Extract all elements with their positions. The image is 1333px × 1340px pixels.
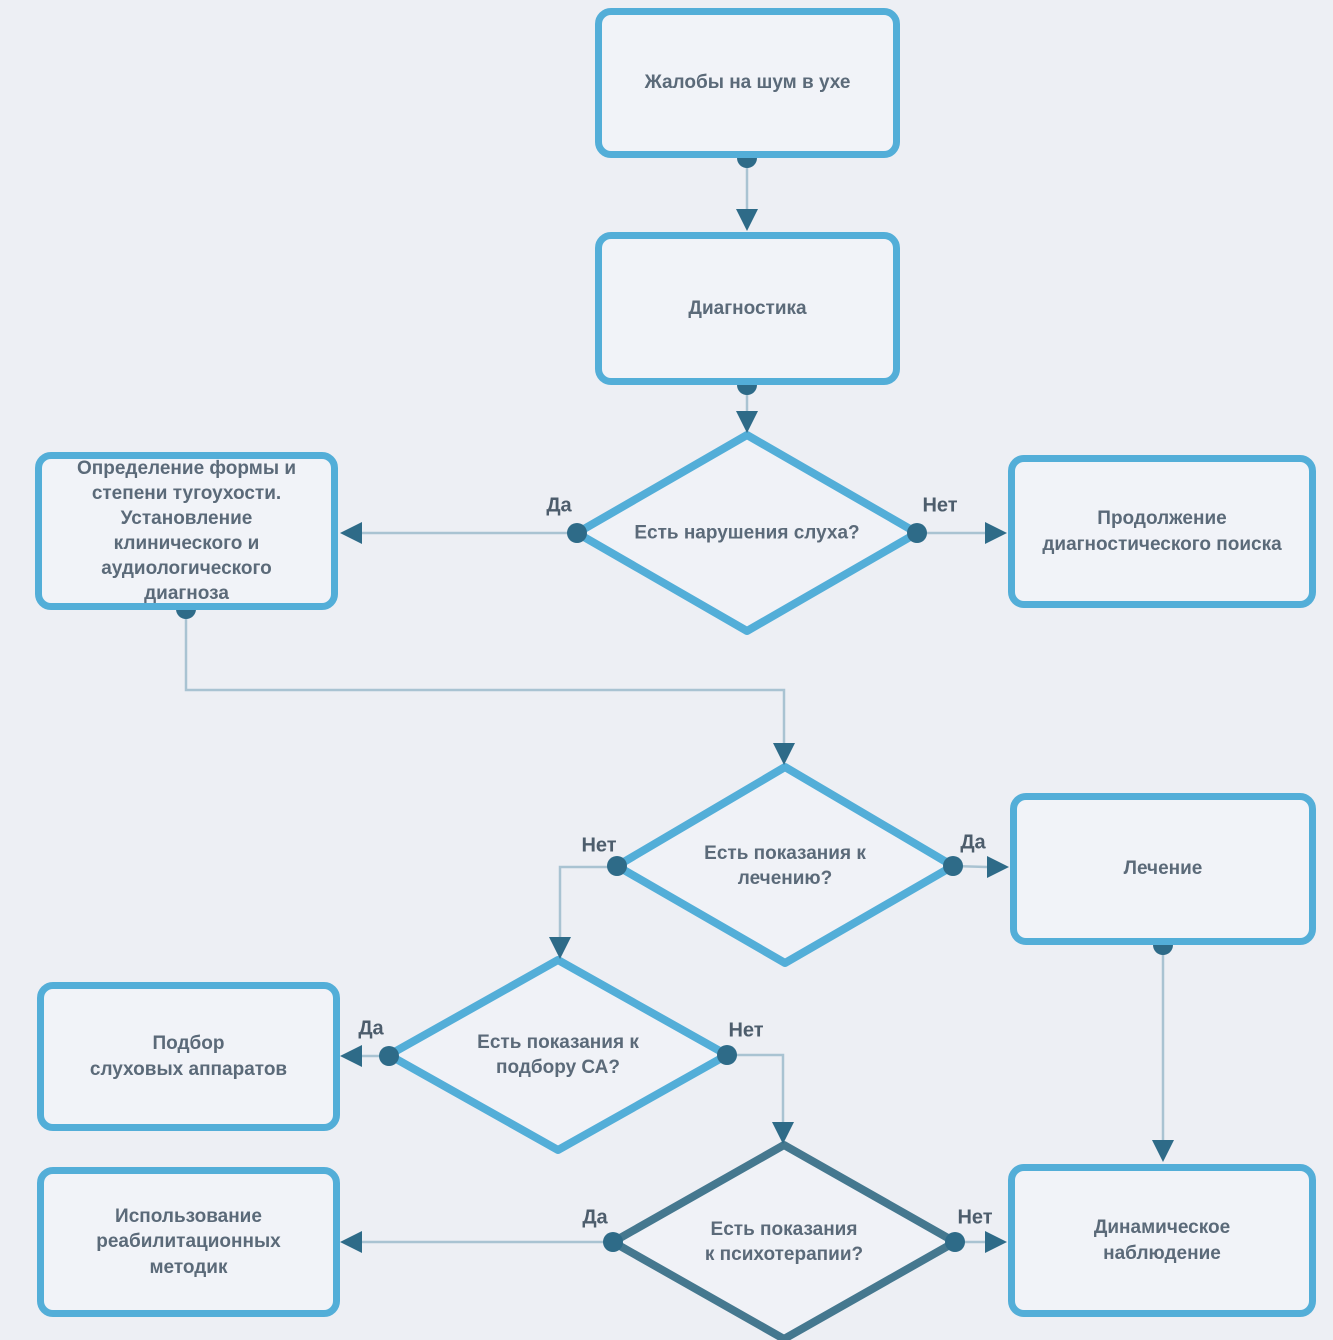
edge-label-hearing-loss-yes: Да	[546, 494, 572, 517]
edge-psychotherapy-yes	[340, 1231, 623, 1253]
edge-complaint-diagnostics	[736, 148, 758, 231]
edge-label-treatment-yes: Да	[960, 831, 986, 854]
node-diagnosis[interactable]: Определение формы и степени тугоухости. …	[35, 452, 338, 610]
edge-label-treatment-no: Нет	[581, 834, 617, 857]
edge-treatment-no	[549, 856, 627, 959]
edge-treatment-observation	[1152, 935, 1174, 1162]
edge-hearing-aid-yes	[340, 1045, 399, 1067]
edge-label-psychotherapy-yes: Да	[582, 1206, 608, 1229]
edge-psychotherapy-no	[945, 1231, 1007, 1253]
decision-hearing-loss-label: Есть нарушения слуха?	[634, 522, 860, 544]
edge-hearing-aid-no	[717, 1045, 794, 1144]
node-complaint[interactable]: Жалобы на шум в ухе	[595, 8, 900, 158]
node-hearing-aids[interactable]: Подбор слуховых аппаратов	[37, 982, 340, 1131]
node-observation[interactable]: Динамическое наблюдение	[1008, 1164, 1316, 1317]
node-continue-search[interactable]: Продолжение диагностического поиска	[1008, 455, 1316, 608]
node-diagnostics[interactable]: Диагностика	[595, 232, 900, 385]
decision-psychotherapy-label: Есть показания к психотерапии?	[704, 1218, 864, 1265]
edge-hearing-loss-no	[907, 522, 1007, 544]
edge-diagnosis-treatment-question	[176, 599, 795, 765]
node-rehabilitation[interactable]: Использование реабилитационных методик	[37, 1167, 340, 1317]
decision-psychotherapy[interactable]	[609, 1141, 959, 1340]
edge-label-psychotherapy-no: Нет	[957, 1206, 993, 1229]
decision-hearing-aid[interactable]	[385, 956, 731, 1154]
edge-treatment-yes	[943, 856, 1009, 878]
edge-label-hearing-aid-no: Нет	[728, 1019, 764, 1042]
decision-hearing-loss[interactable]	[573, 431, 921, 635]
node-treatment[interactable]: Лечение	[1010, 793, 1316, 945]
edge-label-hearing-aid-yes: Да	[358, 1017, 384, 1040]
decision-hearing-aid-label: Есть показания к подбору СА?	[477, 1031, 639, 1078]
decision-treatment-label: Есть показания к лечению?	[704, 842, 866, 889]
edge-label-hearing-loss-no: Нет	[922, 494, 958, 517]
decision-treatment[interactable]	[613, 763, 957, 967]
edge-hearing-loss-yes	[340, 522, 587, 544]
